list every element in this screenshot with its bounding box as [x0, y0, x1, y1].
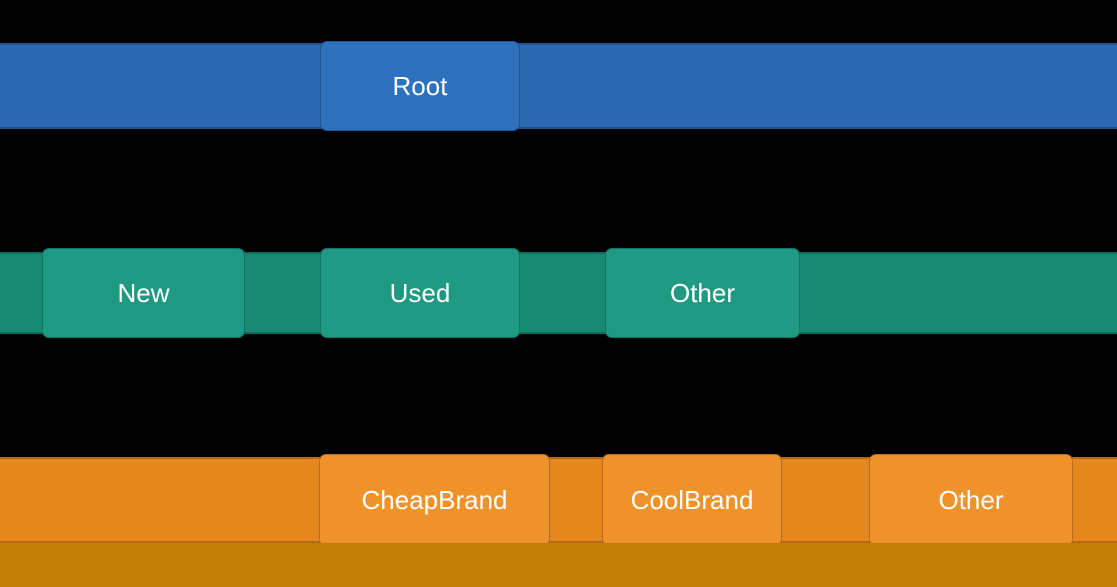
node-root-root-level[interactable]: Root — [320, 41, 520, 131]
node-new-condition-level[interactable]: New — [42, 248, 245, 338]
lower-depth-band — [0, 543, 1117, 587]
node-cheapbrand-brand-level[interactable]: CheapBrand — [319, 454, 550, 546]
node-used-condition-level[interactable]: Used — [320, 248, 520, 338]
node-coolbrand-brand-level[interactable]: CoolBrand — [602, 454, 782, 546]
node-other-condition-level[interactable]: Other — [605, 248, 800, 338]
root-level-band — [0, 43, 1117, 129]
node-other-brand-level[interactable]: Other — [869, 454, 1073, 546]
